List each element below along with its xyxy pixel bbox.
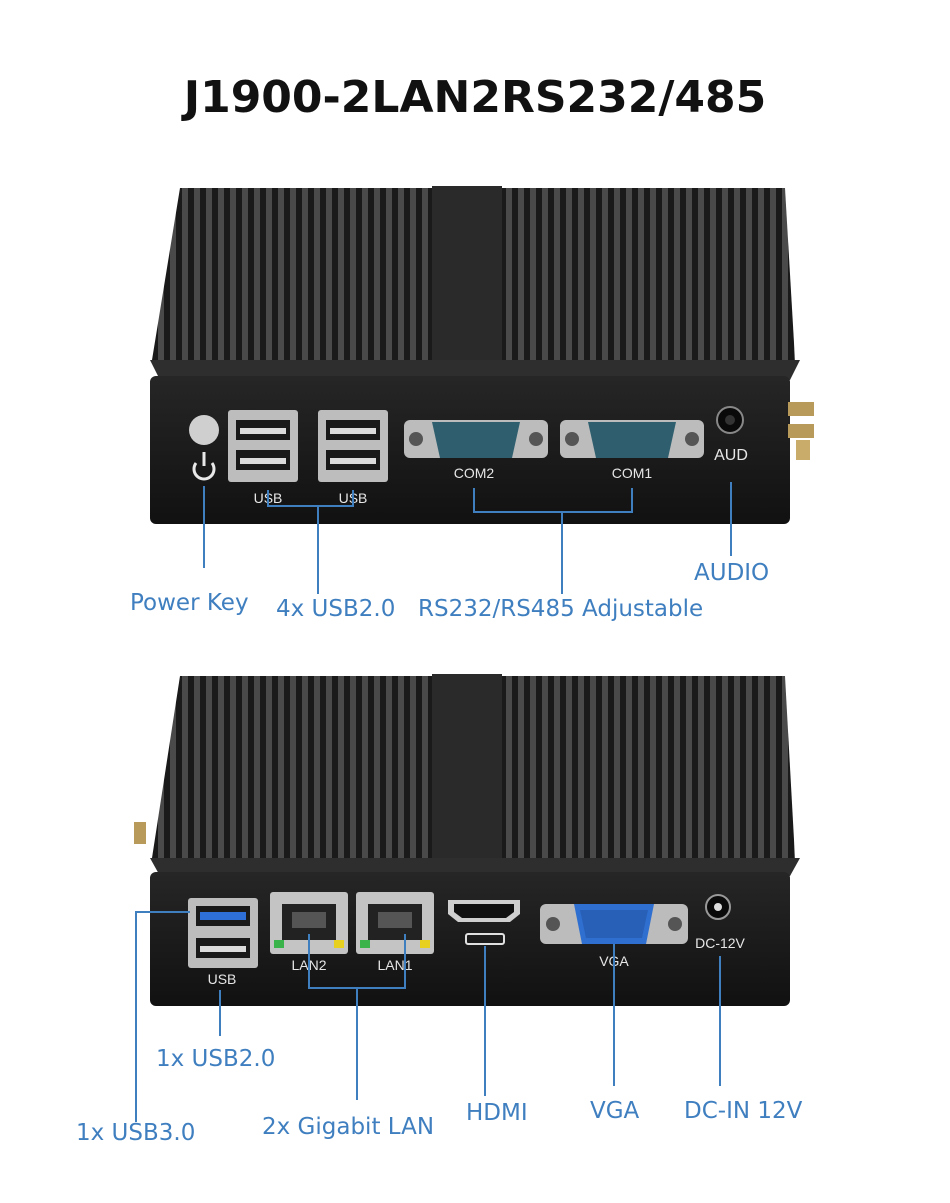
callout-usb: 4x USB2.0	[276, 596, 396, 622]
lan1-label: LAN1	[377, 957, 412, 973]
bottom-unit-leader-lines	[135, 911, 721, 1122]
dc-label: DC-12V	[695, 935, 745, 951]
callout-serial: RS232/RS485 Adjustable	[418, 596, 704, 622]
callout-usb2: 1x USB2.0	[156, 1046, 276, 1072]
com2-label: COM2	[454, 465, 495, 481]
bottom-unit-center-rail	[432, 674, 502, 862]
hdmi-icon	[465, 933, 505, 945]
hdmi-port	[448, 900, 520, 922]
usb-stack-b	[318, 410, 388, 482]
com1-label: COM1	[612, 465, 653, 481]
top-unit: USB USB COM2 COM1 AUD	[150, 186, 814, 594]
product-title: J1900-2LAN2RS232/485	[183, 72, 767, 123]
power-icon	[192, 452, 216, 481]
top-unit-leader-lines	[203, 482, 732, 594]
callout-audio: AUDIO	[694, 560, 770, 586]
callout-power-key: Power Key	[130, 590, 249, 616]
com1-port	[560, 420, 704, 458]
com2-port	[404, 420, 548, 458]
dc-jack	[705, 894, 731, 920]
lan1-port	[356, 892, 434, 954]
usb2-port	[200, 946, 246, 952]
callout-dc: DC-IN 12V	[684, 1098, 803, 1124]
top-unit-center-rail	[432, 186, 502, 364]
vga-port	[540, 904, 688, 944]
power-button	[189, 415, 219, 445]
callout-hdmi: HDMI	[466, 1100, 528, 1126]
audio-jack	[716, 406, 744, 434]
bottom-unit: USB LAN2 LAN1	[134, 674, 800, 1122]
side-antenna-connector	[134, 822, 146, 844]
callout-vga: VGA	[590, 1098, 640, 1124]
usb-label: USB	[208, 971, 237, 987]
aud-label: AUD	[714, 447, 748, 464]
callout-lan: 2x Gigabit LAN	[262, 1114, 435, 1140]
usb3-port	[200, 912, 246, 920]
callout-usb3: 1x USB3.0	[76, 1120, 196, 1146]
antenna-connector	[788, 402, 814, 460]
usb-stack	[188, 898, 258, 968]
usb-stack-a	[228, 410, 298, 482]
